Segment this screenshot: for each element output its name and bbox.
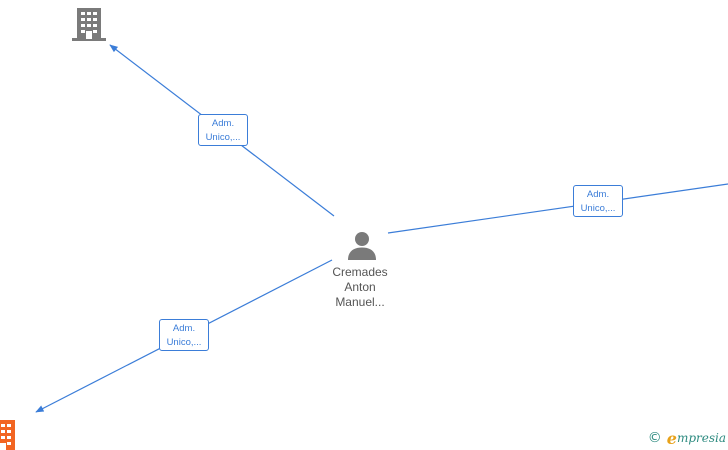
edge-label-line-1: Adm. [211, 118, 235, 129]
edge-label-line-2: Unico,... [205, 132, 241, 143]
edge-label-line-1: Adm. [172, 323, 196, 334]
company-node-bottom[interactable] [0, 418, 20, 450]
person-name-line-3: Manuel... [335, 295, 385, 309]
edge-label-line-1: Adm. [586, 189, 610, 200]
edge-line-right [387, 183, 728, 234]
empresia-watermark: © e mpresia [647, 428, 726, 448]
person-icon [348, 232, 376, 260]
person-name-line-2: Anton [344, 280, 376, 294]
building-icon [0, 420, 15, 450]
company-node-top[interactable] [72, 6, 106, 42]
brand-name: mpresia [676, 431, 726, 445]
person-node[interactable] [347, 231, 377, 260]
person-name-line-1: Cremades [332, 265, 388, 279]
copyright-symbol: © [647, 430, 662, 446]
edge-label-top[interactable]: Adm. Unico,... [198, 114, 248, 146]
edge-label-line-2: Unico,... [166, 337, 202, 348]
edge-label-bottom[interactable]: Adm. Unico,... [159, 319, 209, 351]
building-icon [72, 8, 106, 41]
person-name[interactable]: Cremades Anton Manuel... [318, 265, 402, 310]
brand-initial: e [666, 428, 677, 448]
edge-label-right[interactable]: Adm. Unico,... [573, 185, 623, 217]
edge-label-line-2: Unico,... [580, 203, 616, 214]
